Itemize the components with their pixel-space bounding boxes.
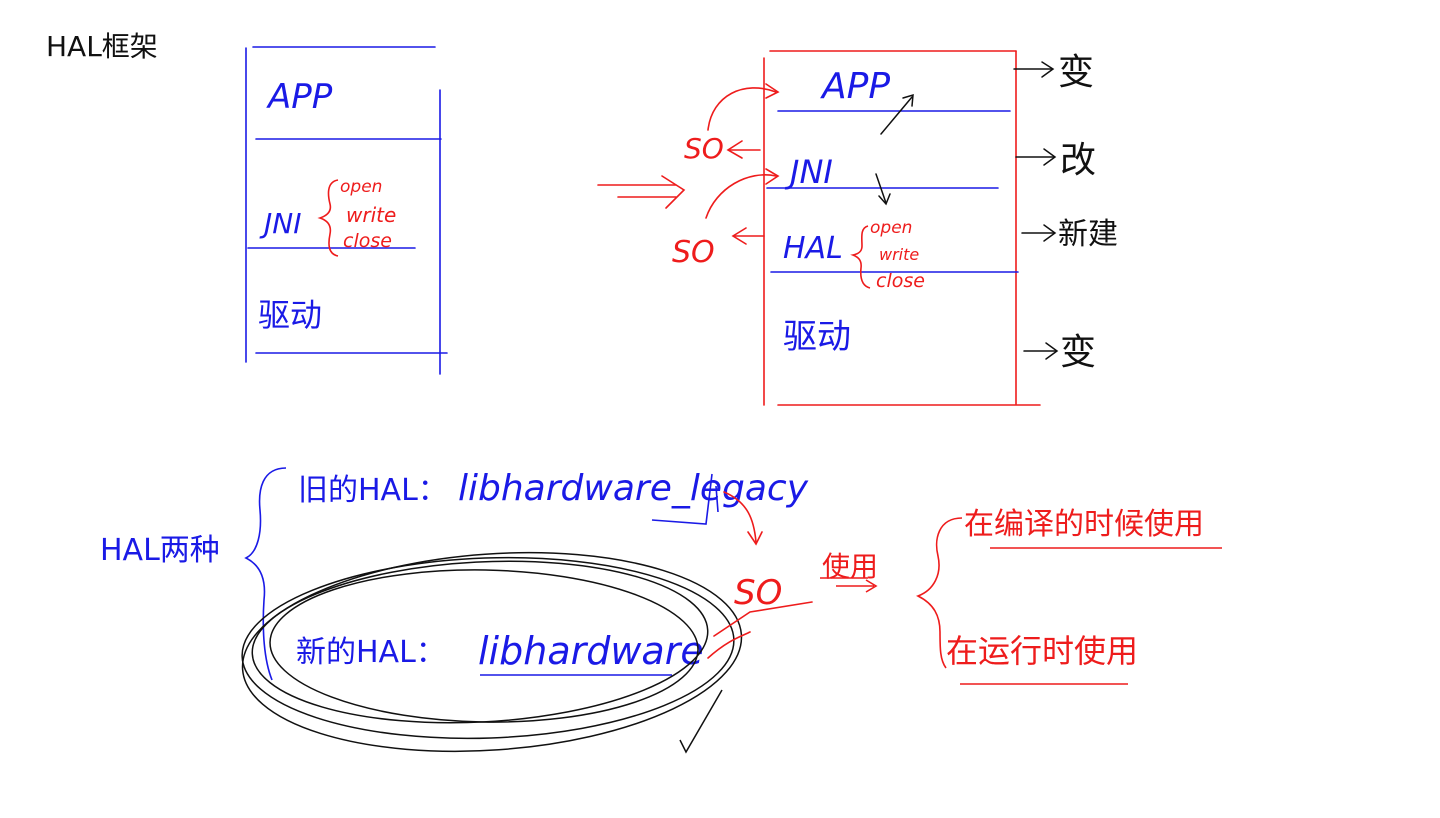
left-stack-driver-label: 驱动 [258,296,322,334]
hal-old-label: 旧的HAL： [298,473,448,508]
hal-use-label: 使用 [822,550,878,583]
right-stack-app-label: APP [820,66,890,107]
left-stack-brace-item-close: close [343,230,392,252]
right-stack-brace-item-close: close [876,270,925,292]
left-stack-jni-label: JNI [259,207,301,240]
left-stack-brace-item-open: open [340,177,382,197]
right-stack-jni-label: JNI [784,153,833,191]
hal-use-arrow [836,579,878,593]
right-stack-hal-label: HAL [783,231,843,266]
right-stack-so-arrows [705,83,780,245]
right-stack-box [763,50,1041,406]
right-stack-note-jni: 改 [1060,140,1096,181]
hal-types-brace [244,467,287,681]
hal-so-arrows [707,491,813,659]
hal-types-heading: HAL两种 [100,533,220,568]
left-stack-app-label: APP [266,77,333,117]
hal-usage-runtime: 在运行时使用 [946,632,1138,670]
hal-old-underline-hook [651,473,719,525]
page-title: HAL框架 [46,30,158,63]
hal-new-label: 新的HAL： [296,635,446,670]
hal-usage-compile: 在编译的时候使用 [964,507,1204,542]
hal-new-lib: libhardware [478,629,704,673]
right-stack-note-arrows [1013,61,1059,360]
hal-usage-brace [916,517,963,669]
left-stack-brace-item-write: write [346,203,396,227]
right-stack-dividers [766,110,1019,273]
right-stack-so-label-1: SO [684,132,724,165]
right-stack-so-label-2: SO [672,235,715,270]
hal-so-label: SO [734,573,782,613]
right-stack-note-driver: 变 [1060,332,1096,373]
right-stack-note-app: 变 [1058,52,1094,93]
right-stack-call-arrows [875,93,914,206]
hal-old-lib: libhardware_legacy [458,468,809,509]
left-stack-diagram [245,46,448,375]
left-stack-brace [317,179,339,257]
transition-arrow [597,175,686,209]
right-stack-brace-item-write: write [879,245,919,264]
right-stack-driver-label: 驱动 [783,317,851,357]
right-stack-brace-item-open: open [870,218,912,238]
right-stack-note-hal: 新建 [1058,217,1118,252]
right-stack-hal-brace [850,225,871,289]
